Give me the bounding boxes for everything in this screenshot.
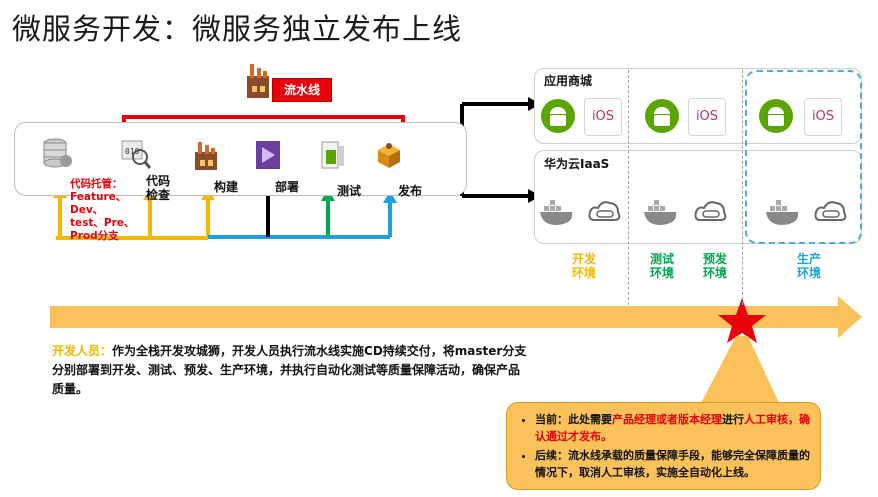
env-separator: [742, 70, 743, 305]
test-icon: [321, 141, 344, 169]
stage-build: 构建: [214, 180, 239, 194]
database-icon: [43, 138, 72, 168]
developer-lead: 开发人员：: [52, 344, 113, 358]
docker-icon: [766, 200, 799, 225]
env-preprod: 预发 环境: [703, 252, 728, 280]
build-factory-icon: [195, 142, 217, 170]
timeline-arrow: [50, 296, 862, 338]
svg-text:010: 010: [125, 147, 140, 156]
docker-icon: [540, 200, 573, 225]
developer-text: 作为全栈开发攻城狮，开发人员执行流水线实施CD持续交付，将master分支分别部…: [52, 344, 527, 396]
callout-pointer: [700, 336, 780, 405]
page-title: 微服务开发：微服务独立发布上线: [12, 12, 463, 46]
pipeline-tag: 流水线: [272, 78, 332, 102]
stage-deploy: 部署: [275, 180, 300, 194]
developer-description: 开发人员：作为全栈开发攻城狮，开发人员执行流水线实施CD持续交付，将master…: [52, 342, 528, 399]
android-icon: [645, 99, 679, 133]
callout-item-current: 当前：此处需要产品经理或者版本经理进行人工审核，确认通过才发布。: [535, 411, 810, 445]
cloud-server-icon: [814, 201, 847, 221]
review-callout: 当前：此处需要产品经理或者版本经理进行人工审核，确认通过才发布。 后续：流水线承…: [506, 402, 821, 490]
cloud-panel: [534, 150, 862, 244]
cloud-title: 华为云IaaS: [544, 157, 610, 171]
cloud-server-icon: [588, 201, 621, 221]
factory-icon: [247, 64, 269, 98]
release-box-icon: [378, 143, 400, 168]
ios-icon: iOS: [804, 98, 842, 136]
env-dev: 开发 环境: [572, 252, 597, 280]
env-prod: 生产 环境: [797, 252, 822, 280]
env-test: 测试 环境: [650, 252, 675, 280]
env-separator: [628, 70, 629, 305]
feedback-yellow: [56, 194, 210, 240]
android-icon: [759, 99, 793, 133]
feedback-blue: [208, 200, 392, 239]
production-box: [745, 70, 862, 244]
deploy-icon: [256, 141, 280, 169]
repo-label: 代码托管： Feature、 Dev、 test、Pre、 Prod分支: [70, 178, 135, 242]
stage-release: 发布: [398, 184, 423, 198]
android-icon: [541, 99, 575, 133]
cloud-server-icon: [694, 201, 727, 221]
app-store-title: 应用商城: [544, 74, 593, 88]
stage-test: 测试: [337, 184, 362, 198]
star-icon: [718, 298, 766, 343]
docker-icon: [644, 200, 677, 225]
callout-item-future: 后续：流水线承载的质量保障手段，能够完全保障质量的情况下，取消人工审核，实施全自…: [535, 447, 810, 481]
ios-icon: iOS: [688, 98, 726, 136]
code-inspect-icon: 010: [121, 140, 152, 169]
ios-icon: iOS: [584, 98, 622, 136]
stage-code-inspect: 代码 检查: [146, 174, 171, 202]
